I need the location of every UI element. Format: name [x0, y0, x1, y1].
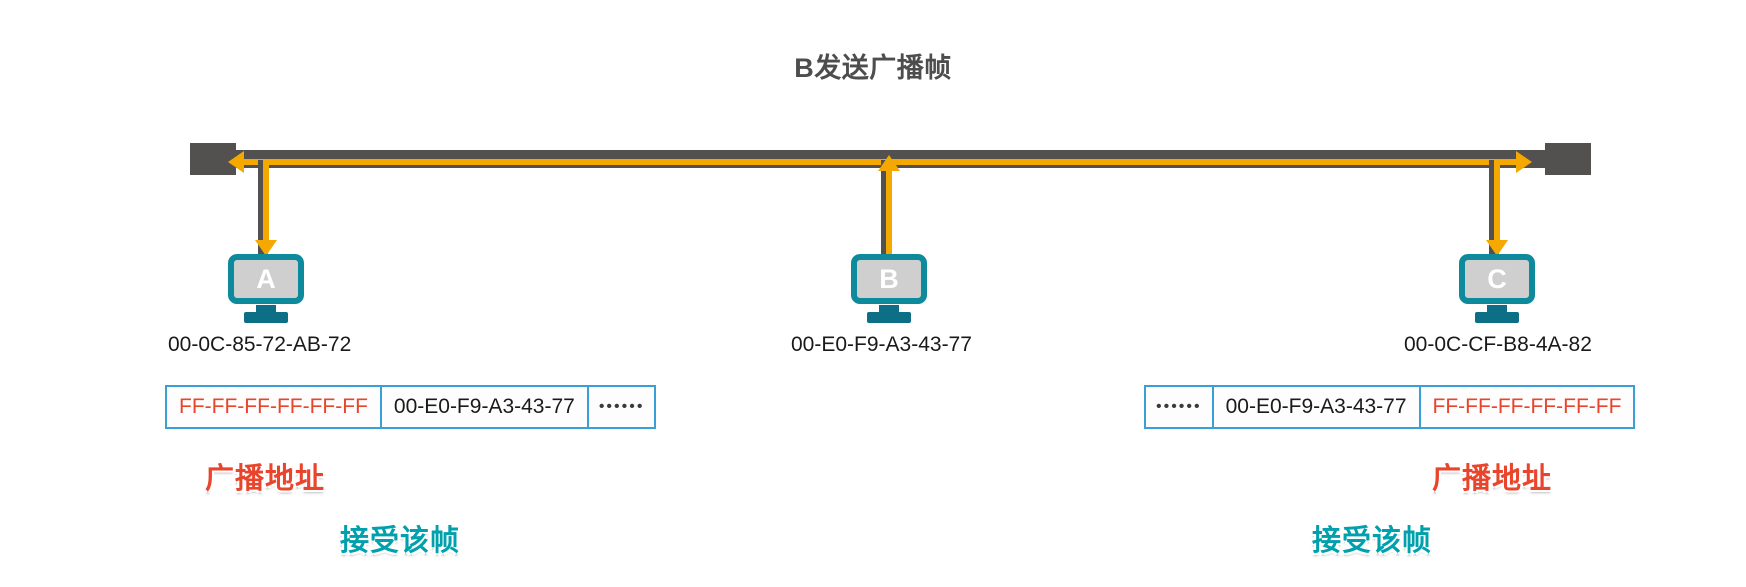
host-b-mac-label: 00-E0-F9-A3-43-77 — [791, 333, 972, 356]
arrow-down-a-icon — [255, 240, 277, 256]
frame-right-source-cell: 00-E0-F9-A3-43-77 — [1214, 387, 1421, 427]
broadcast-address-label-left: 广播地址 — [205, 463, 326, 495]
host-b-screen: B — [851, 254, 927, 304]
frame-box-left: FF-FF-FF-FF-FF-FF 00-E0-F9-A3-43-77 ••••… — [165, 385, 657, 429]
arrow-left-bus-icon — [228, 151, 244, 173]
host-a[interactable]: A — [228, 254, 304, 323]
signal-up-b — [886, 168, 892, 254]
diagram-title: B发送广播帧 — [794, 53, 952, 83]
arrow-right-bus-icon — [1516, 151, 1532, 173]
signal-down-c — [1494, 160, 1500, 246]
frame-box-right: •••••• 00-E0-F9-A3-43-77 FF-FF-FF-FF-FF-… — [1144, 385, 1636, 429]
host-c-screen: C — [1459, 254, 1535, 304]
accept-frame-label-right: 接受该帧 — [1312, 525, 1433, 557]
host-a-neck — [256, 305, 276, 312]
host-c-base — [1475, 312, 1519, 323]
arrow-down-c-icon — [1486, 240, 1508, 256]
frame-left-source-cell: 00-E0-F9-A3-43-77 — [382, 387, 589, 427]
broadcast-address-label-right: 广播地址 — [1432, 463, 1553, 495]
host-b-neck — [879, 305, 899, 312]
host-a-mac-label: 00-0C-85-72-AB-72 — [168, 333, 352, 356]
signal-down-a — [263, 160, 269, 246]
host-a-screen: A — [228, 254, 304, 304]
arrow-up-b-icon — [878, 155, 900, 171]
host-c-mac-label: 00-0C-CF-B8-4A-82 — [1404, 333, 1592, 356]
host-c-neck — [1487, 305, 1507, 312]
frame-left-payload-cell: •••••• — [598, 398, 645, 415]
right-terminator-icon — [1545, 143, 1591, 175]
frame-left-destination-cell: FF-FF-FF-FF-FF-FF — [167, 387, 382, 427]
frame-right-destination-cell: FF-FF-FF-FF-FF-FF — [1432, 395, 1622, 418]
frame-right-payload-cell: •••••• — [1146, 387, 1214, 427]
host-a-base — [244, 312, 288, 323]
host-c[interactable]: C — [1459, 254, 1535, 323]
bus-signal-line — [232, 159, 1520, 165]
accept-frame-label-left: 接受该帧 — [340, 525, 461, 557]
host-b-base — [867, 312, 911, 323]
host-b[interactable]: B — [851, 254, 927, 323]
